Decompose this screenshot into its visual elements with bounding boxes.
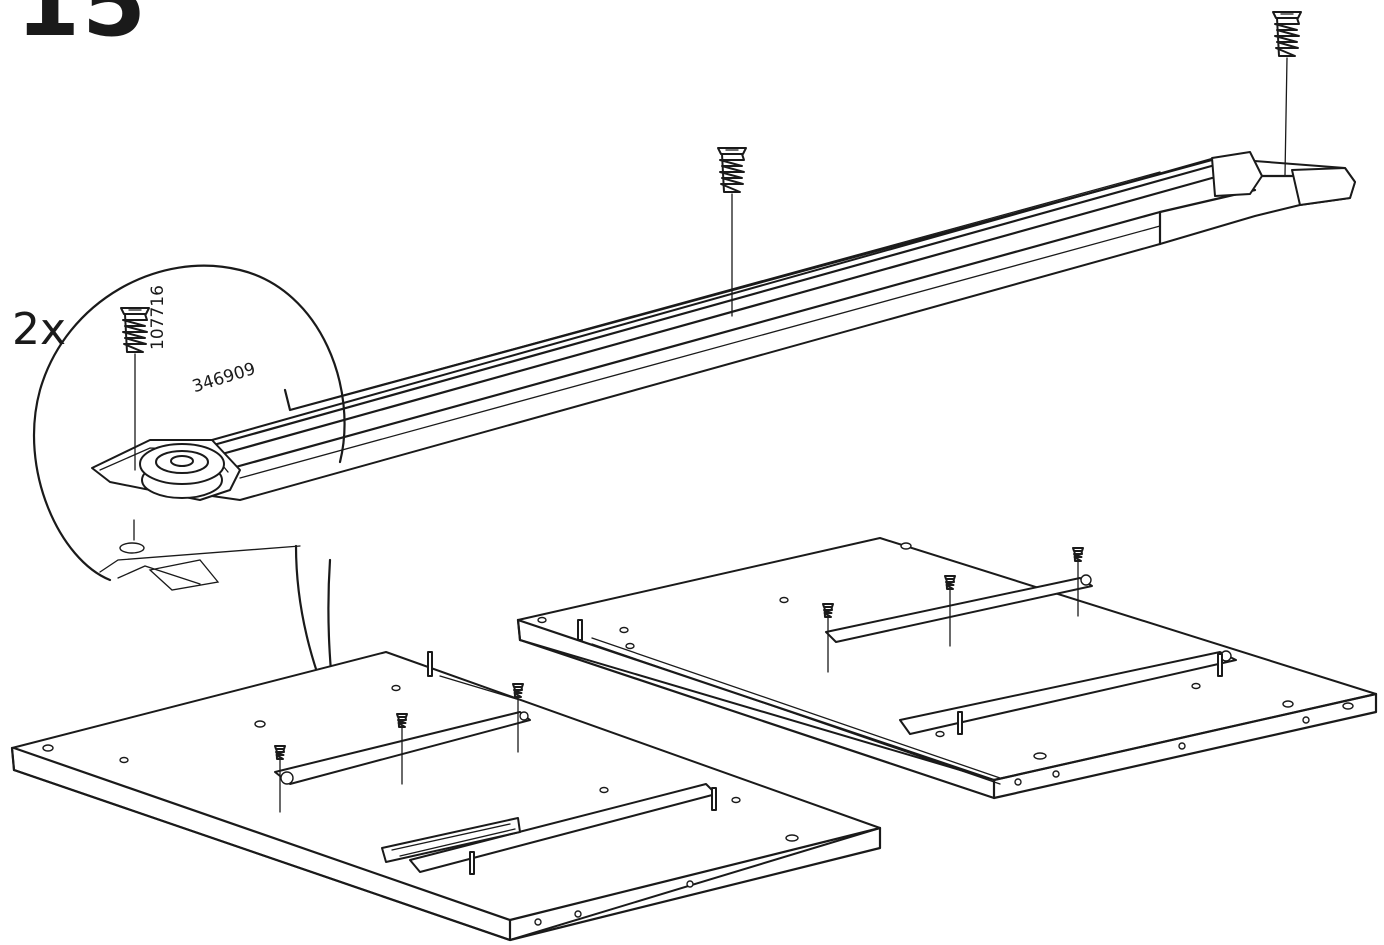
drawer-runner-large bbox=[91, 151, 1356, 501]
panel-right bbox=[516, 537, 1378, 800]
part-number-dowel: 107716 bbox=[148, 285, 168, 350]
quantity-label: 2x bbox=[12, 304, 67, 355]
runner-wheel bbox=[139, 443, 225, 499]
panel-left bbox=[10, 651, 882, 942]
magnifier-callout-icon bbox=[32, 264, 346, 724]
screw-dowel-icon bbox=[120, 11, 1302, 471]
step-number: 15 bbox=[16, 0, 149, 57]
